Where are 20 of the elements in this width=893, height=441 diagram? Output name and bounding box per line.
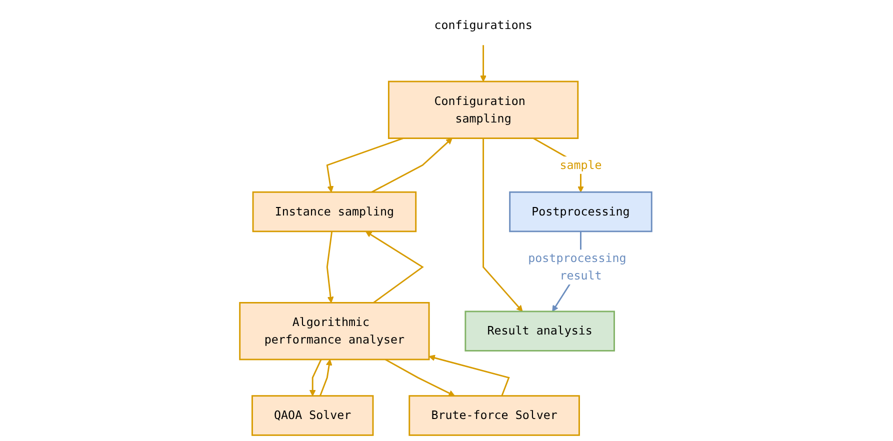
node-box: Brute-force Solver [408, 395, 580, 436]
arrow [371, 138, 452, 193]
arrow [384, 358, 455, 396]
node-box: Configuration sampling [388, 80, 578, 139]
arrow [480, 45, 486, 82]
edge-label: sample [560, 158, 602, 172]
node-box: QAOA Solver [251, 395, 374, 436]
arrow [326, 138, 404, 192]
arrow [326, 231, 334, 304]
arrow [365, 231, 424, 304]
node-box: Instance sampling [252, 191, 416, 232]
node-box: Result analysis [464, 310, 615, 352]
arrow [428, 354, 510, 396]
node-text: configurations [434, 18, 532, 32]
arrow [309, 359, 322, 396]
node-box: Postprocessing [508, 191, 652, 232]
arrow [319, 359, 332, 396]
edge-label: postprocessing result [528, 251, 626, 282]
arrow [482, 138, 523, 312]
node-box: Algorithmic performance analyser [238, 302, 430, 360]
